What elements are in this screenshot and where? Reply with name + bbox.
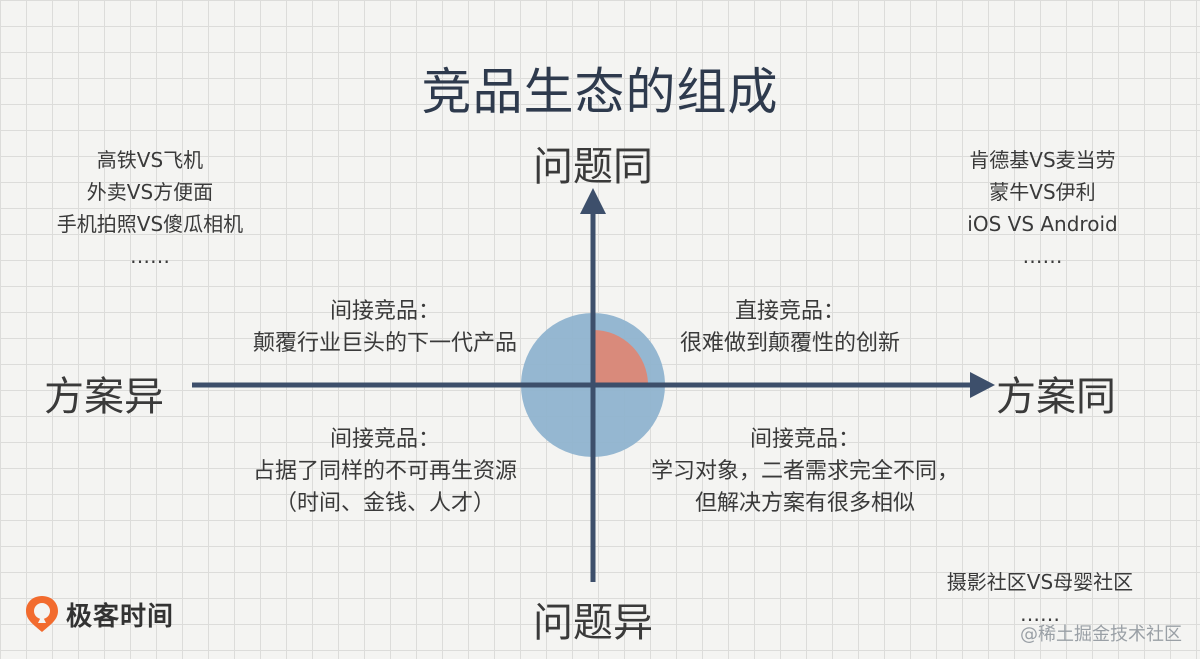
quadrant-description: 学习对象，二者需求完全不同， [650, 459, 959, 484]
page-title: 竞品生态的组成 [421, 63, 779, 121]
up-arrow-icon [580, 188, 606, 214]
example-item: …… [1020, 602, 1060, 626]
quadrant-description: 但解决方案有很多相似 [694, 491, 915, 516]
example-item: 高铁VS飞机 [96, 148, 204, 172]
quadrant-heading: 间接竞品： [329, 299, 440, 324]
example-item: iOS VS Android [967, 212, 1118, 236]
quadrant-description: 占据了同样的不可再生资源 [252, 459, 517, 484]
quadrant-heading: 间接竞品： [329, 427, 440, 452]
quadrant-description: （时间、金钱、人才） [274, 491, 495, 516]
quadrant-top-left-text: 间接竞品： 颠覆行业巨头的下一代产品 [220, 296, 550, 360]
examples-top-left: 高铁VS飞机 外卖VS方便面 手机拍照VS傻瓜相机 …… [20, 144, 280, 272]
quadrant-top-right-text: 直接竞品： 很难做到颠覆性的创新 [640, 296, 940, 360]
right-arrow-icon [970, 372, 995, 398]
logo-text: 极客时间 [66, 601, 175, 632]
examples-top-right: 肯德基VS麦当劳 蒙牛VS伊利 iOS VS Android …… [925, 144, 1160, 272]
axis-label-right: 方案同 [996, 374, 1116, 420]
example-item: 蒙牛VS伊利 [989, 180, 1096, 204]
example-item: …… [130, 244, 170, 268]
example-item: 摄影社区VS母婴社区 [946, 570, 1134, 594]
example-item: 外卖VS方便面 [86, 180, 214, 204]
examples-bottom-right: 摄影社区VS母婴社区 …… [920, 566, 1160, 630]
quadrant-bottom-right-text: 间接竞品： 学习对象，二者需求完全不同， 但解决方案有很多相似 [610, 424, 1000, 520]
quadrant-heading: 直接竞品： [734, 299, 845, 324]
overlap-quarter-red [593, 330, 648, 385]
axis-label-top: 问题同 [533, 144, 653, 190]
axis-label-bottom: 问题异 [533, 600, 653, 646]
example-item: …… [1022, 244, 1063, 268]
axis-label-left: 方案异 [44, 374, 164, 420]
quadrant-description: 很难做到颠覆性的创新 [679, 331, 900, 356]
watermark: @稀土掘金技术社区 [1020, 624, 1182, 645]
example-item: 肯德基VS麦当劳 [969, 148, 1116, 172]
geektime-logo-icon [26, 596, 58, 632]
geektime-logo: 极客时间 [24, 592, 174, 636]
quadrant-bottom-left-text: 间接竞品： 占据了同样的不可再生资源 （时间、金钱、人才） [225, 424, 545, 520]
quadrant-heading: 间接竞品： [749, 427, 860, 452]
quadrant-description: 颠覆行业巨头的下一代产品 [252, 331, 517, 356]
example-item: 手机拍照VS傻瓜相机 [56, 212, 244, 236]
